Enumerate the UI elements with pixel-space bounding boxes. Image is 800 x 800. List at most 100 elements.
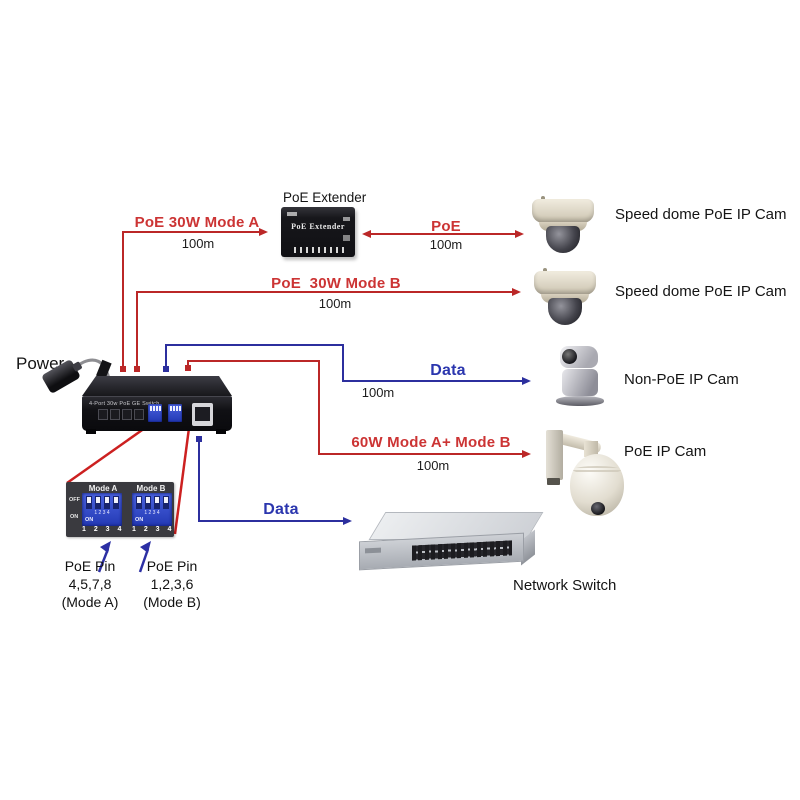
label-mode-a-distance: 100m [181,236,215,251]
line-mode-a [122,231,262,369]
dip-block-mode-a: 1 2 3 4 ON [82,493,122,526]
dip-detail-panel: Mode A Mode B OFF ON OFF ON 1 2 3 4 ON 1… [66,482,174,537]
power-plug [95,359,112,380]
pin-label-b-line3: (Mode B) [143,594,201,610]
poe-switch-image: 4-Port 30w PoE GE Switch [82,376,232,434]
extender-title: PoE Extender [283,190,367,205]
pin-label-b-line1: PoE Pin [146,558,198,574]
dip-inner-numbers: 1 2 3 4 [144,510,160,516]
line-poe-arrow-right [515,230,524,238]
callout-line-left [66,426,146,485]
label-mode-ab-distance: 100m [416,458,450,473]
poe-switch-port [110,409,120,420]
dome-camera-2-label: Speed dome PoE IP Cam [615,283,787,300]
poe-extender-image: PoE Extender [281,207,355,257]
poe-switch-port [122,409,132,420]
pin-label-a-line1: PoE Pin [64,558,116,574]
network-switch-image [357,508,544,572]
camera-lens [591,502,605,515]
dip-numbers-b: 1 2 3 4 [132,526,175,533]
camera-lens [562,349,577,364]
poe-camera-image [544,428,630,530]
dip-numbers-a: 1 2 3 4 [82,526,125,533]
poe-switch-top-face [82,376,232,396]
pin-label-mode-a: PoE Pin 4,5,7,8 (Mode A) [50,557,130,611]
dip-block-mode-b: 1 2 3 4 ON [132,493,172,526]
poe-camera-label: PoE IP Cam [624,443,707,460]
label-mode-ab: 60W Mode A+ Mode B [351,434,511,451]
line-mode-b-dot [134,366,140,372]
line-data-switch-arrow [343,517,352,525]
poe-switch-dip-a [148,404,162,422]
label-mode-b-distance: 100m [318,296,352,311]
dip-on-label: ON [70,514,79,520]
dip-inner-on: ON [85,517,94,523]
pin-label-a-line2: 4,5,7,8 [68,576,112,592]
line-mode-a-dot [120,366,126,372]
poe-switch-foot [216,429,226,434]
pin-label-b-line2: 1,2,3,6 [150,576,194,592]
poe-switch-device-text: 4-Port 30w PoE GE Switch [89,401,160,407]
line-data-cam-arrow [522,377,531,385]
label-data-cam: Data [430,362,466,379]
extender-device-text: PoE Extender [291,222,345,231]
line-poe-arrow-left [362,230,371,238]
label-mode-b: PoE 30W Mode B [271,275,401,292]
line-mode-b-arrow [512,288,521,296]
network-switch-label: Network Switch [513,577,617,594]
poe-switch-rj45-port [192,403,213,426]
line-mode-a-arrow [259,228,268,236]
line-data-switch-dot [196,436,202,442]
label-mode-a: PoE 30W Mode A [134,214,260,231]
camera-base [556,396,604,406]
camera-glass [548,298,582,325]
pointer-arrow-mode-a [97,548,110,573]
camera-nub [543,268,547,273]
extender-vents [294,247,344,253]
pointer-arrow-mode-b-head [140,541,151,553]
label-poe: PoE [431,218,461,235]
camera-nub [541,196,545,201]
callout-line-right [173,427,191,535]
pointer-arrow-mode-a-head [100,541,111,553]
dome-camera-1-label: Speed dome PoE IP Cam [615,206,787,223]
dip-mode-b-header: Mode B [136,484,166,493]
pin-label-a-line3: (Mode A) [61,594,119,610]
dip-off-label: OFF [69,497,80,503]
dip-mode-a-header: Mode A [88,484,118,493]
line-mode-ab-dot [185,365,191,371]
extender-marking [343,217,350,221]
extender-marking [287,212,297,216]
switch-brand-mark [365,547,381,554]
label-poe-distance: 100m [429,237,463,252]
line-data-cam [165,344,524,382]
line-data-switch [198,439,345,522]
line-mode-b [136,291,514,369]
dip-inner-numbers: 1 2 3 4 [94,510,110,516]
pin-label-mode-b: PoE Pin 1,2,3,6 (Mode B) [132,557,212,611]
poe-switch-port [98,409,108,420]
pointer-arrow-mode-b [138,548,150,573]
dome-camera-1-image [532,196,594,254]
camera-neck [584,441,598,457]
poe-switch-foot [86,429,96,434]
label-data-cam-distance: 100m [361,385,395,400]
dome-camera-2-image [534,268,596,326]
camera-cap [534,271,596,295]
dip-inner-on: ON [135,517,144,523]
camera-body [562,369,598,396]
line-mode-ab-arrow [522,450,531,458]
line-data-cam-dot [163,366,169,372]
line-mode-ab [187,360,524,455]
non-poe-camera-label: Non-PoE IP Cam [624,371,739,388]
label-data-switch: Data [263,501,299,518]
camera-bracket-foot [547,478,560,485]
camera-glass [546,226,580,253]
camera-cap [532,199,594,223]
extender-marking [343,235,350,241]
poe-switch-dip-b [168,404,182,422]
camera-bracket [546,430,563,480]
non-poe-camera-image [552,346,606,408]
camera-dome-ring [573,466,621,474]
